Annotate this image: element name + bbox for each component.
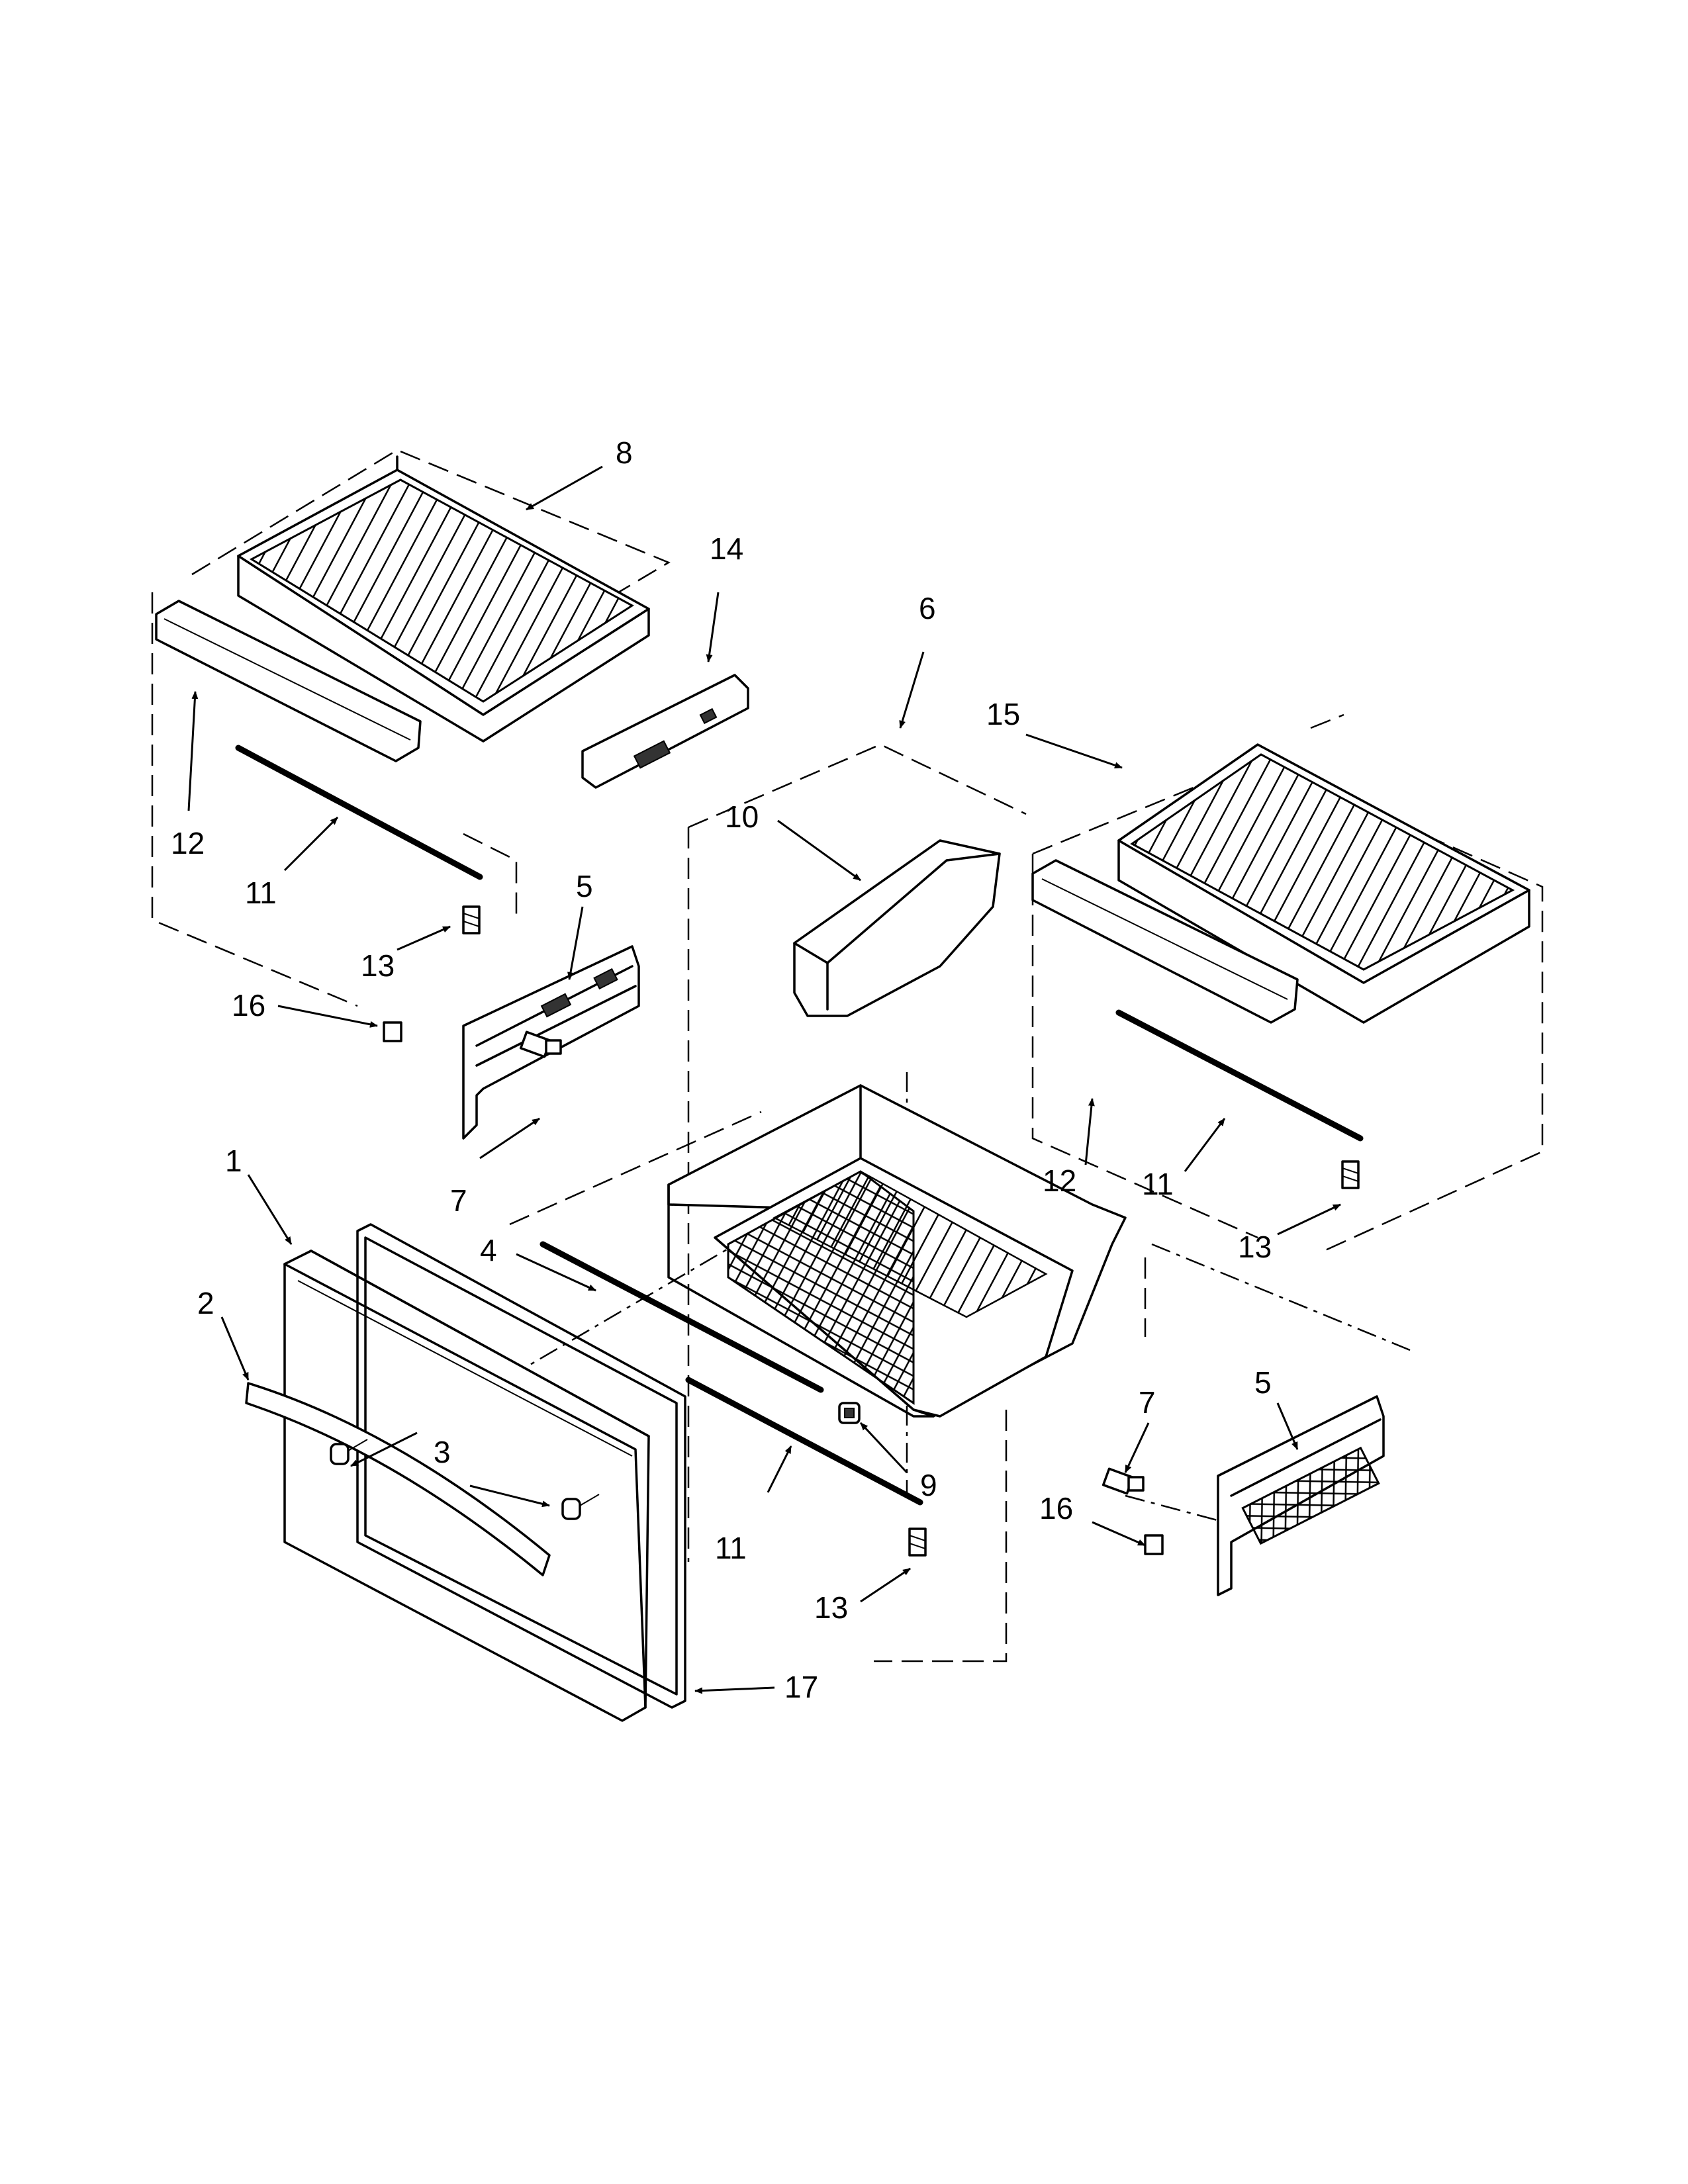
callout-10: 10 — [725, 799, 759, 834]
drawer-rail-bar-right — [1115, 1009, 1364, 1142]
callout-13-right: 13 — [1238, 1230, 1272, 1264]
callout-16-right: 16 — [1039, 1491, 1073, 1525]
callout-8: 8 — [616, 435, 633, 470]
rail-clip-left — [383, 1021, 402, 1042]
basket-rail-bar — [539, 1241, 824, 1393]
callout-12-right: 12 — [1043, 1163, 1076, 1198]
callout-13-upper-left: 13 — [361, 948, 395, 983]
callout-14: 14 — [710, 531, 743, 566]
drawer-handle — [245, 1382, 551, 1576]
handle-screw-upper — [330, 1439, 368, 1465]
drawer-rail-bar-upper-left — [235, 745, 483, 880]
callout-7-right: 7 — [1139, 1385, 1156, 1420]
callout-2: 2 — [197, 1286, 214, 1320]
callout-4: 4 — [480, 1233, 497, 1267]
drawer-front-trim-upper-left — [155, 600, 422, 762]
drawer-cover-bracket — [581, 674, 749, 789]
callout-17: 17 — [784, 1670, 818, 1704]
callout-12-upper-left: 12 — [171, 826, 205, 860]
callout-5-right: 5 — [1254, 1365, 1272, 1400]
screw-right — [1341, 1160, 1360, 1189]
handle-screw-lower — [561, 1494, 600, 1520]
callout-5-left: 5 — [576, 869, 593, 903]
callout-16-left: 16 — [232, 988, 265, 1023]
crisper-drawer-right — [1117, 743, 1530, 1024]
drawer-rail-bar-center — [685, 1377, 923, 1506]
callout-11-right: 11 — [1142, 1167, 1174, 1201]
callout-6: 6 — [919, 591, 936, 625]
crisper-drawer-upper-left — [237, 455, 650, 743]
rail-screw-right — [1102, 1467, 1145, 1495]
divider-bin — [793, 839, 1001, 1017]
callout-labels: 8 14 6 15 10 12 11 13 5 16 7 1 2 3 4 9 1… — [171, 435, 1272, 1704]
callout-11-center: 11 — [715, 1531, 747, 1565]
callout-11-upper-left: 11 — [245, 876, 277, 910]
rail-screw-left — [519, 1030, 562, 1058]
drawer-front-panel — [283, 1250, 650, 1722]
callout-7-left: 7 — [450, 1183, 467, 1218]
callout-1: 1 — [225, 1144, 242, 1178]
basket-stop — [838, 1402, 861, 1424]
screw-upper-left — [462, 905, 481, 934]
callout-13-center: 13 — [814, 1590, 848, 1625]
slide-rail-right — [1217, 1395, 1385, 1596]
freezer-basket — [667, 1084, 1127, 1418]
screw-center — [908, 1527, 927, 1557]
callout-9: 9 — [920, 1468, 937, 1502]
right-assembly-boundary — [1031, 713, 1544, 1252]
callout-15: 15 — [986, 697, 1020, 731]
leader-lines — [187, 465, 1341, 1694]
callout-3: 3 — [434, 1435, 451, 1469]
drawer-front-trim-right — [1031, 859, 1299, 1024]
rail-clip-right — [1144, 1534, 1164, 1555]
